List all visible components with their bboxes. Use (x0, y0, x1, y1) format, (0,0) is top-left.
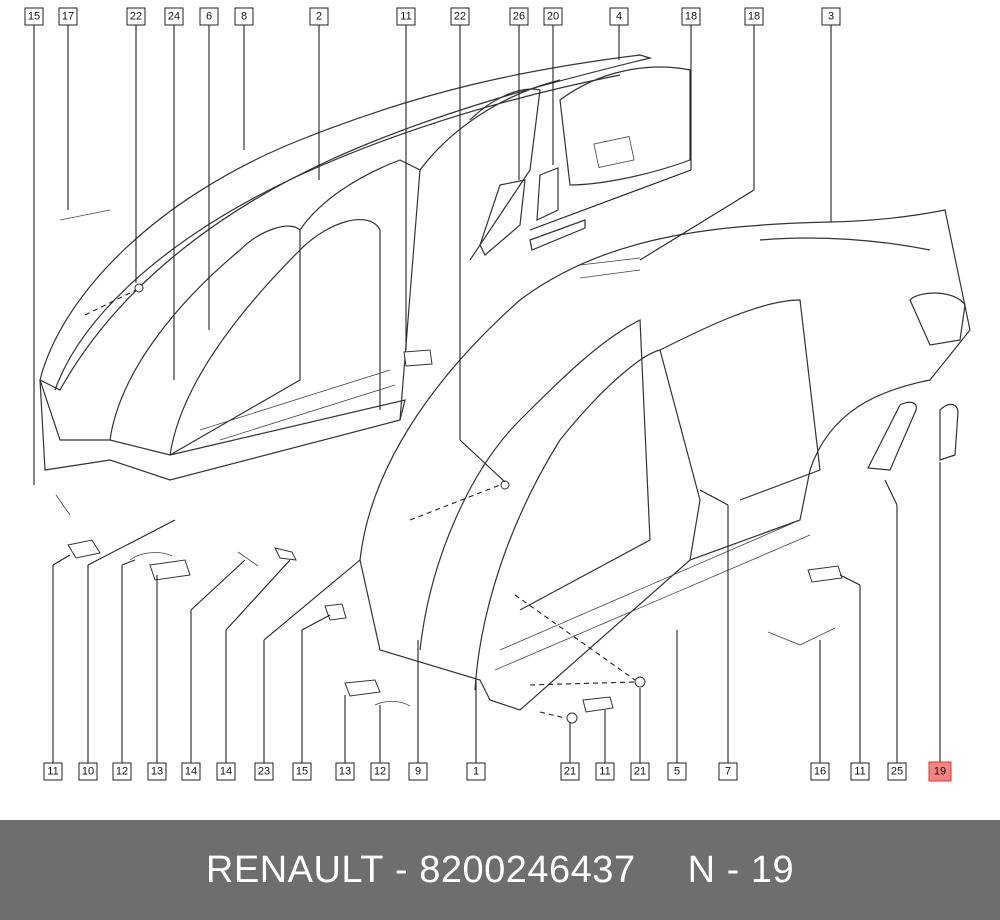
callout-top-11[interactable]: 20 (543, 7, 563, 26)
callout-bottom-10[interactable]: 12 (370, 762, 390, 781)
svg-text:22: 22 (454, 11, 466, 23)
callout-bottom-20[interactable]: 25 (887, 762, 907, 781)
svg-text:22: 22 (130, 11, 142, 23)
callout-bottom-14[interactable]: 11 (595, 762, 615, 781)
svg-text:11: 11 (47, 766, 58, 778)
svg-text:13: 13 (151, 766, 163, 778)
callout-top-5[interactable]: 6 (199, 7, 219, 26)
svg-text:2: 2 (316, 11, 322, 23)
svg-text:25: 25 (891, 766, 903, 778)
callout-bottom-13[interactable]: 21 (560, 762, 580, 781)
callout-bottom-19[interactable]: 11 (850, 762, 870, 781)
brand-separator: - (395, 848, 409, 891)
callout-bottom-18[interactable]: 16 (810, 762, 830, 781)
callout-top-15[interactable]: 3 (821, 7, 841, 26)
svg-text:12: 12 (116, 766, 128, 778)
callout-bottom-17[interactable]: 7 (718, 762, 738, 781)
svg-text:18: 18 (748, 11, 760, 23)
callout-top-6[interactable]: 8 (234, 7, 254, 26)
callout-top-13[interactable]: 18 (681, 7, 701, 26)
callout-top-12[interactable]: 4 (609, 7, 629, 26)
callout-bottom-7[interactable]: 23 (254, 762, 274, 781)
left-body-side-panel (39, 54, 691, 481)
svg-text:4: 4 (616, 11, 622, 23)
svg-text:11: 11 (854, 766, 865, 778)
small-parts (55, 209, 843, 724)
top-callouts: 15 17 22 24 6 8 2 11 22 26 20 4 18 18 3 (24, 7, 841, 26)
svg-text:21: 21 (564, 766, 576, 778)
bottom-callouts: 11 10 12 13 14 14 23 15 13 12 9 1 21 11 … (43, 761, 952, 782)
svg-text:7: 7 (725, 766, 731, 778)
svg-text:14: 14 (185, 766, 197, 778)
callout-bottom-1[interactable]: 11 (43, 762, 63, 781)
svg-text:15: 15 (28, 11, 40, 23)
reference-separator: - (726, 848, 740, 891)
svg-text:11: 11 (400, 11, 411, 23)
callout-bottom-11[interactable]: 9 (408, 762, 428, 781)
callout-bottom-3[interactable]: 12 (112, 762, 132, 781)
svg-text:18: 18 (685, 11, 697, 23)
callout-bottom-4[interactable]: 13 (147, 762, 167, 781)
callout-top-7[interactable]: 2 (309, 7, 329, 26)
callout-bottom-12[interactable]: 1 (466, 762, 486, 781)
svg-text:11: 11 (599, 766, 610, 778)
svg-text:13: 13 (339, 766, 351, 778)
brand-name: RENAULT (205, 848, 384, 891)
callout-bottom-6[interactable]: 14 (216, 762, 236, 781)
leader-lines (33, 25, 941, 763)
svg-text:15: 15 (296, 766, 308, 778)
svg-text:24: 24 (168, 11, 180, 23)
exploded-parts-diagram: 15 17 22 24 6 8 2 11 22 26 20 4 18 18 3 … (24, 7, 971, 782)
svg-text:21: 21 (634, 766, 646, 778)
svg-text:16: 16 (814, 766, 826, 778)
reference-number: 19 (750, 848, 795, 891)
callout-top-2[interactable]: 17 (58, 7, 78, 26)
svg-text:20: 20 (547, 11, 559, 23)
svg-text:10: 10 (82, 766, 94, 778)
svg-text:12: 12 (374, 766, 386, 778)
callout-top-9[interactable]: 22 (450, 7, 470, 26)
callout-top-3[interactable]: 22 (126, 7, 146, 26)
part-number: 8200246437 (419, 848, 636, 891)
callout-top-4[interactable]: 24 (164, 7, 184, 26)
svg-text:17: 17 (62, 11, 74, 23)
svg-text:26: 26 (513, 11, 525, 23)
callout-top-10[interactable]: 26 (509, 7, 529, 26)
right-body-side-panel (359, 209, 971, 711)
svg-text:9: 9 (415, 766, 421, 778)
callout-bottom-5[interactable]: 14 (181, 762, 201, 781)
callout-bottom-9[interactable]: 13 (335, 762, 355, 781)
svg-text:1: 1 (473, 766, 479, 778)
part-info-footer: RENAULT - 8200246437 N - 19 (0, 820, 1000, 920)
callout-top-8[interactable]: 11 (396, 7, 416, 26)
svg-text:5: 5 (674, 766, 680, 778)
callout-bottom-highlighted[interactable]: 19 (928, 761, 952, 782)
svg-text:8: 8 (241, 11, 247, 23)
callout-bottom-2[interactable]: 10 (78, 762, 98, 781)
callout-bottom-8[interactable]: 15 (292, 762, 312, 781)
callout-top-1[interactable]: 15 (24, 7, 44, 26)
callout-bottom-15[interactable]: 21 (630, 762, 650, 781)
svg-text:3: 3 (828, 11, 834, 23)
svg-text:6: 6 (206, 11, 212, 23)
svg-text:14: 14 (220, 766, 232, 778)
callout-bottom-16[interactable]: 5 (667, 762, 687, 781)
part-info-text: RENAULT - 8200246437 N - 19 (206, 849, 794, 892)
svg-text:19: 19 (934, 766, 946, 778)
callout-top-14[interactable]: 18 (744, 7, 764, 26)
reference-prefix: N (687, 848, 716, 891)
svg-text:23: 23 (258, 766, 270, 778)
